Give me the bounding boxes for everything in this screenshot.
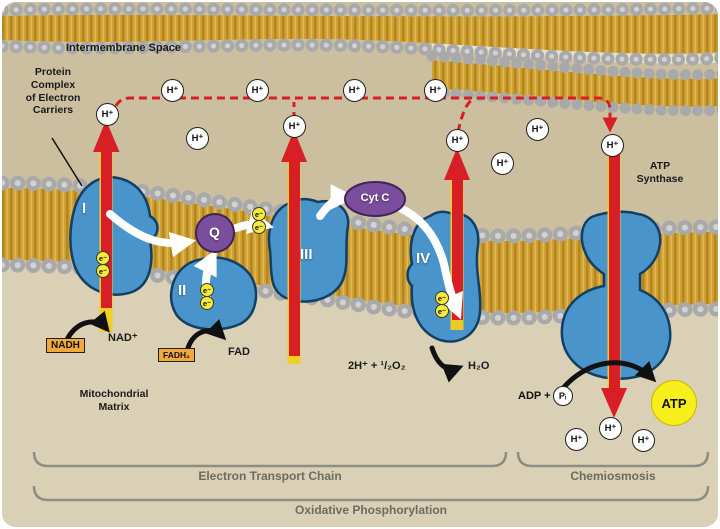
adp-text: ADP + bbox=[518, 390, 551, 402]
outer-membrane-lower-heads bbox=[426, 50, 718, 117]
h-ion: H⁺ bbox=[246, 79, 269, 102]
h-ion: H⁺ bbox=[632, 429, 655, 452]
fad-label: FAD bbox=[228, 346, 250, 358]
reaction-arrows bbox=[63, 310, 657, 395]
nadh-label: NADH bbox=[46, 338, 85, 353]
inner-membrane-core bbox=[2, 188, 718, 313]
ubiquinone-label: Q bbox=[209, 224, 220, 240]
electron-badge: e⁻ bbox=[96, 264, 110, 278]
h-ion: H⁺ bbox=[491, 152, 514, 175]
h-ion: H⁺ bbox=[161, 79, 184, 102]
h-ion: H⁺ bbox=[565, 428, 588, 451]
chemiosmosis-caption: Chemiosmosis bbox=[570, 469, 656, 483]
h-ion: H⁺ bbox=[186, 127, 209, 150]
phosphate-circle: Pᵢ bbox=[552, 386, 573, 406]
complex-iv-numeral: IV bbox=[416, 250, 431, 267]
ubiquinone-shape bbox=[195, 213, 235, 253]
h-ion: H⁺ bbox=[283, 115, 306, 138]
electron-badge: e⁻ bbox=[96, 251, 110, 265]
oxygen-reaction-label: 2H⁺ + ¹/₂O₂ bbox=[348, 360, 406, 372]
brackets bbox=[32, 451, 710, 502]
complex-iii-numeral: III bbox=[300, 246, 313, 263]
outer-membrane-lower-band bbox=[432, 60, 718, 107]
outer-membrane-core bbox=[2, 14, 718, 54]
adp-pi-label: ADP + Pᵢ bbox=[518, 386, 573, 406]
h-ion: H⁺ bbox=[601, 134, 624, 157]
fadh2-label: FADH₂ bbox=[158, 348, 195, 362]
complex-i-shape bbox=[69, 175, 159, 296]
label-pointer-line bbox=[51, 137, 83, 187]
etc-caption: Electron Transport Chain bbox=[198, 469, 342, 483]
electron-badge: e⁻ bbox=[200, 296, 214, 310]
h-ion: H⁺ bbox=[599, 417, 622, 440]
cytochrome-c-shape bbox=[344, 181, 406, 217]
mitochondrial-matrix-label: Mitochondrial Matrix bbox=[79, 388, 149, 413]
protein-complex-label: Protein Complex of Electron Carriers bbox=[25, 66, 81, 117]
complex-ii-numeral: II bbox=[178, 282, 187, 299]
h-ion: H⁺ bbox=[343, 79, 366, 102]
h-ion: H⁺ bbox=[526, 118, 549, 141]
water-label: H₂O bbox=[468, 360, 490, 372]
proton-pump-arrows bbox=[93, 120, 627, 418]
h-ion: H⁺ bbox=[424, 79, 447, 102]
h-ion: H⁺ bbox=[96, 103, 119, 126]
atp-product-badge: ATP bbox=[651, 380, 697, 426]
electron-badge: e⁻ bbox=[200, 283, 214, 297]
nad-plus-label: NAD⁺ bbox=[108, 332, 138, 344]
complex-i-numeral: I bbox=[82, 200, 87, 217]
electron-badge: e⁻ bbox=[435, 304, 449, 318]
intermembrane-space-label: Intermembrane Space bbox=[66, 42, 181, 54]
outer-membrane-heads bbox=[2, 2, 718, 66]
h-ion: H⁺ bbox=[446, 129, 469, 152]
electron-badge: e⁻ bbox=[435, 291, 449, 305]
cytochrome-c-label: Cyt C bbox=[360, 192, 390, 204]
electron-badge: e⁻ bbox=[252, 207, 266, 221]
electron-badge: e⁻ bbox=[252, 220, 266, 234]
oxidative-phosphorylation-caption: Oxidative Phosphorylation bbox=[294, 503, 448, 517]
atp-synthase-label: ATP Synthase bbox=[636, 160, 684, 185]
